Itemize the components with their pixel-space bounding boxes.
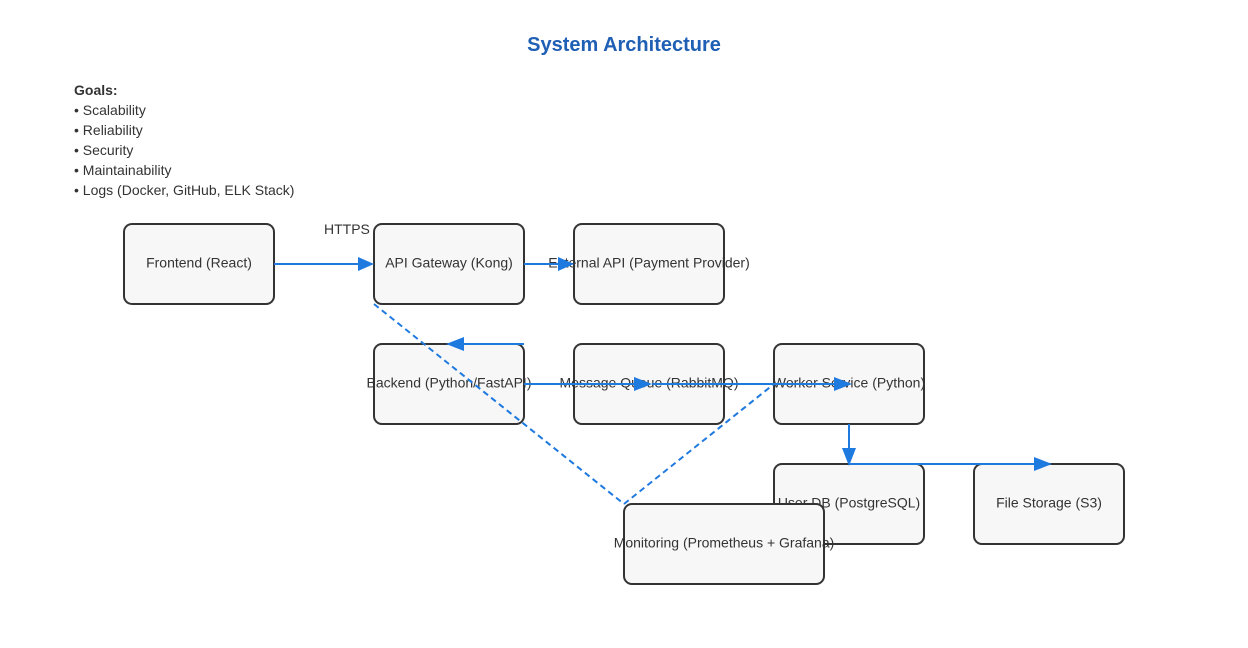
goal-item-reliability: Reliability (74, 120, 294, 140)
node-message-queue-label: Message Queue (RabbitMQ) (560, 375, 739, 391)
edge-queue-to-worker (652, 377, 852, 391)
edge-worker-to-storage (849, 457, 1052, 471)
node-api-gateway-label: API Gateway (Kong) (385, 255, 513, 271)
node-worker-service-label: Worker Service (Python) (773, 375, 925, 391)
node-monitoring[interactable]: Monitoring (Prometheus + Grafana) (614, 503, 835, 585)
edge-monitoring-gateway-dashed (373, 303, 625, 505)
node-frontend-label: Frontend (React) (146, 255, 252, 271)
arrowhead-icon (446, 337, 464, 351)
goal-item-logs: Logs (Docker, GitHub, ELK Stack) (74, 180, 295, 200)
edge-backend-to-queue (524, 377, 652, 391)
goal-item-security: Security (74, 140, 294, 160)
node-file-storage-label: File Storage (S3) (996, 495, 1102, 511)
edge-gateway-to-external (524, 257, 574, 271)
arrowhead-icon (1034, 457, 1052, 471)
node-monitoring-label: Monitoring (Prometheus + Grafana) (614, 535, 835, 551)
node-external-api[interactable]: External API (Payment Provider) (548, 223, 750, 305)
edge-to-backend (446, 337, 524, 351)
node-file-storage[interactable]: File Storage (S3) (973, 463, 1125, 545)
goals-heading: Goals: (74, 82, 118, 98)
node-backend[interactable]: Backend (Python/FastAPI) (367, 343, 532, 425)
edge-monitoring-worker-dashed (623, 383, 775, 505)
arrowhead-icon (558, 257, 574, 271)
edge-frontend-to-gateway: HTTPS (274, 221, 374, 271)
edge-label-https: HTTPS (324, 221, 370, 237)
arrowhead-icon (634, 377, 652, 391)
node-frontend[interactable]: Frontend (React) (123, 223, 275, 305)
goals-panel: Goals: Scalability Reliability Security … (74, 80, 294, 200)
arrowhead-icon (358, 257, 374, 271)
arrowhead-icon (842, 448, 856, 466)
node-api-gateway[interactable]: API Gateway (Kong) (373, 223, 525, 305)
goal-item-scalability: Scalability (74, 100, 294, 120)
goal-item-maintainability: Maintainability (74, 160, 294, 180)
node-backend-label: Backend (Python/FastAPI) (367, 375, 532, 391)
goals-list: Scalability Reliability Security Maintai… (74, 100, 295, 200)
diagram-title: System Architecture (527, 34, 721, 56)
edge-worker-to-db (842, 424, 856, 466)
arrowhead-icon (834, 377, 852, 391)
node-external-api-label: External API (Payment Provider) (548, 255, 750, 271)
node-monitoring-box (623, 503, 825, 585)
